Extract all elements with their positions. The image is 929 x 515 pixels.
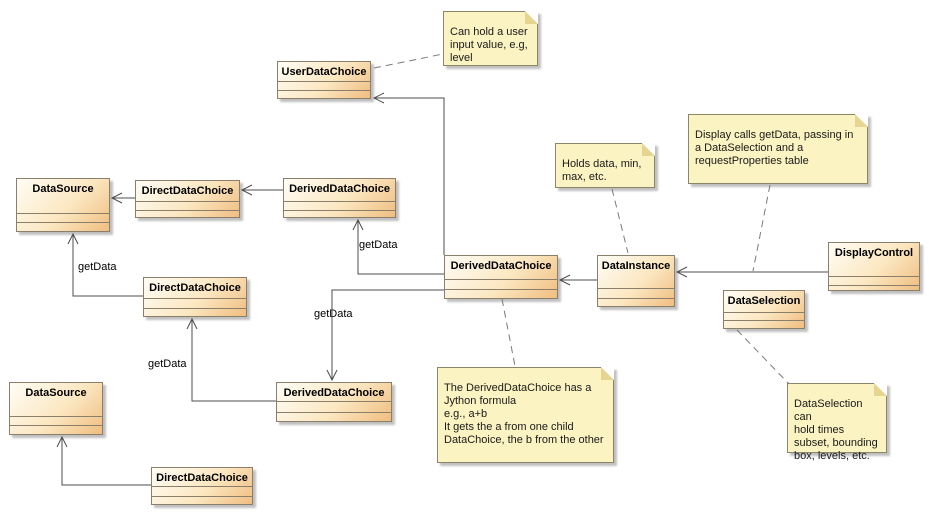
class-title: DirectDataChoice (141, 185, 234, 197)
class-attributes-compartment (277, 401, 391, 412)
edge-label-getdata: getData (148, 358, 187, 370)
class-attributes-compartment (144, 298, 246, 308)
class-attributes-compartment (10, 416, 102, 425)
class-displaycontrol[interactable]: DisplayControl (828, 242, 920, 291)
note-holds-data[interactable]: Holds data, min, max, etc. (555, 143, 655, 188)
class-attributes-compartment (829, 276, 919, 285)
class-datasource-top[interactable]: DataSource (16, 178, 110, 232)
class-title: DataInstance (601, 260, 671, 272)
class-operations-compartment (724, 320, 804, 328)
edge-derivedcenter-getdata-to-derivedbottom (326, 289, 444, 382)
class-attributes-compartment (445, 279, 557, 289)
class-title: DataSource (32, 183, 94, 195)
class-attributes-compartment (136, 201, 239, 210)
class-title: DirectDataChoice (156, 472, 248, 484)
edge-label-getdata: getData (359, 239, 398, 251)
class-title: DirectDataChoice (149, 282, 241, 294)
note-dataselection[interactable]: DataSelection can hold times subset, bou… (787, 383, 887, 462)
class-operations-compartment (277, 412, 391, 421)
edge-directbottom-to-datasourcebottom (56, 435, 151, 486)
class-operations-compartment (278, 90, 370, 98)
class-title: DerivedDataChoice (283, 387, 385, 399)
class-operations-compartment (152, 496, 252, 504)
class-attributes-compartment (598, 288, 674, 298)
class-operations-compartment (598, 298, 674, 306)
class-operations-compartment (17, 222, 109, 231)
notelink-displaycontrol-association (752, 184, 771, 272)
class-attributes-compartment (724, 312, 804, 320)
edge-derivedcenter-to-userdatachoice (372, 92, 445, 255)
class-title: DerivedDataChoice (289, 183, 390, 195)
class-deriveddatachoice-bottom[interactable]: DerivedDataChoice (276, 382, 392, 422)
class-title: DerivedDataChoice (450, 260, 552, 272)
class-attributes-compartment (17, 213, 109, 222)
class-dataselection[interactable]: DataSelection (723, 290, 805, 329)
edge-label-getdata: getData (78, 261, 117, 273)
class-operations-compartment (284, 210, 395, 217)
notelink-datainstance (611, 188, 629, 254)
class-title: UserDataChoice (281, 66, 367, 78)
class-operations-compartment (136, 210, 239, 217)
class-datainstance[interactable]: DataInstance (597, 255, 675, 307)
class-userdatachoice[interactable]: UserDataChoice (277, 61, 371, 99)
notelink-userdatachoice (373, 53, 444, 69)
class-directdatachoice-top[interactable]: DirectDataChoice (135, 180, 240, 218)
class-deriveddatachoice-top[interactable]: DerivedDataChoice (283, 178, 396, 218)
class-attributes-compartment (278, 81, 370, 90)
note-derived-formula[interactable]: The DerivedDataChoice has a Jython formu… (437, 367, 614, 463)
notelink-derivedcenter (501, 298, 516, 367)
notelink-dataselection (736, 329, 790, 385)
class-attributes-compartment (152, 486, 252, 496)
class-datasource-bottom[interactable]: DataSource (9, 382, 103, 435)
class-deriveddatachoice-center[interactable]: DerivedDataChoice (444, 255, 558, 299)
class-directdatachoice-mid[interactable]: DirectDataChoice (143, 277, 247, 317)
class-operations-compartment (144, 308, 246, 316)
class-operations-compartment (10, 425, 102, 434)
note-display-calls[interactable]: Display calls getData, passing in a Data… (688, 114, 868, 184)
class-title: DataSelection (727, 295, 801, 307)
class-operations-compartment (445, 289, 557, 298)
edge-derivedbottom-getdata-to-directmid (186, 317, 276, 402)
class-title: DisplayControl (834, 247, 914, 259)
class-title: DataSource (25, 387, 87, 399)
note-user-input[interactable]: Can hold a user input value, e.g, level (443, 11, 538, 66)
class-directdatachoice-bottom[interactable]: DirectDataChoice (151, 467, 253, 505)
class-operations-compartment (829, 285, 919, 290)
class-attributes-compartment (284, 201, 395, 210)
edge-label-getdata: getData (314, 308, 353, 320)
